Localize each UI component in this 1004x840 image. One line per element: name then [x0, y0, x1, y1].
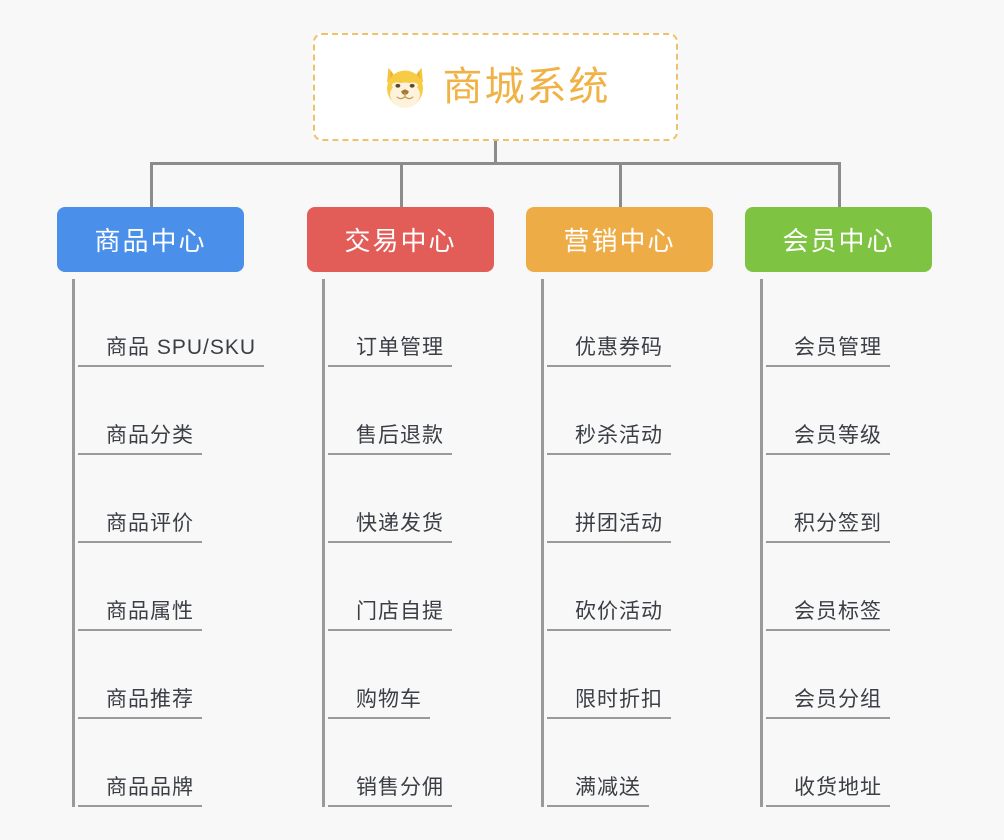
leaf-label: 会员标签 — [766, 600, 890, 631]
leaf-label: 商品分类 — [78, 424, 202, 455]
root-stem-line — [494, 141, 497, 165]
leaf-label: 快递发货 — [328, 512, 452, 543]
leaf-label: 商品属性 — [78, 600, 202, 631]
branch-column-1: 商品中心 商品 SPU/SKU 商品分类 商品评价 商品属性 商品推荐 商品品牌 — [57, 207, 277, 807]
leaf-item[interactable]: 积分签到 — [766, 455, 965, 543]
branch-items-1: 商品 SPU/SKU 商品分类 商品评价 商品属性 商品推荐 商品品牌 — [72, 279, 277, 807]
shiba-dog-face-icon — [386, 67, 423, 108]
leaf-item[interactable]: 会员标签 — [766, 543, 965, 631]
leaf-label: 商品品牌 — [78, 776, 202, 807]
leaf-item[interactable]: 满减送 — [547, 719, 746, 807]
leaf-item[interactable]: 会员管理 — [766, 279, 965, 367]
leaf-item[interactable]: 限时折扣 — [547, 631, 746, 719]
branch-items-4: 会员管理 会员等级 积分签到 会员标签 会员分组 收货地址 — [760, 279, 965, 807]
leaf-label: 销售分佣 — [328, 776, 452, 807]
branch-drop-line-3 — [619, 162, 622, 209]
leaf-label: 商品推荐 — [78, 688, 202, 719]
branch-header-1[interactable]: 商品中心 — [57, 207, 244, 272]
leaf-label: 会员分组 — [766, 688, 890, 719]
branch-items-3: 优惠券码 秒杀活动 拼团活动 砍价活动 限时折扣 满减送 — [541, 279, 746, 807]
branch-header-label: 商品中心 — [94, 226, 207, 256]
branch-drop-line-2 — [400, 162, 403, 209]
leaf-label: 优惠券码 — [547, 336, 671, 367]
leaf-item[interactable]: 快递发货 — [328, 455, 527, 543]
leaf-label: 商品评价 — [78, 512, 202, 543]
leaf-item[interactable]: 订单管理 — [328, 279, 527, 367]
leaf-label: 会员管理 — [766, 336, 890, 367]
branch-column-2: 交易中心 订单管理 售后退款 快递发货 门店自提 购物车 销售分佣 — [307, 207, 527, 807]
leaf-item[interactable]: 拼团活动 — [547, 455, 746, 543]
leaf-label: 售后退款 — [328, 424, 452, 455]
branch-header-label: 交易中心 — [344, 226, 457, 256]
branch-items-2: 订单管理 售后退款 快递发货 门店自提 购物车 销售分佣 — [322, 279, 527, 807]
leaf-label: 砍价活动 — [547, 600, 671, 631]
leaf-item[interactable]: 会员等级 — [766, 367, 965, 455]
leaf-label: 积分签到 — [766, 512, 890, 543]
branch-drop-line-4 — [838, 162, 841, 209]
leaf-label: 商品 SPU/SKU — [78, 336, 265, 367]
leaf-item[interactable]: 销售分佣 — [328, 719, 527, 807]
root-title: 商城系统 — [442, 65, 611, 109]
leaf-item[interactable]: 优惠券码 — [547, 279, 746, 367]
leaf-label: 购物车 — [328, 688, 430, 719]
leaf-item[interactable]: 商品分类 — [78, 367, 277, 455]
leaf-item[interactable]: 会员分组 — [766, 631, 965, 719]
leaf-item[interactable]: 购物车 — [328, 631, 527, 719]
leaf-item[interactable]: 收货地址 — [766, 719, 965, 807]
leaf-label: 拼团活动 — [547, 512, 671, 543]
leaf-item[interactable]: 售后退款 — [328, 367, 527, 455]
branch-column-4: 会员中心 会员管理 会员等级 积分签到 会员标签 会员分组 收货地址 — [745, 207, 965, 807]
leaf-label: 秒杀活动 — [547, 424, 671, 455]
leaf-item[interactable]: 商品品牌 — [78, 719, 277, 807]
leaf-label: 会员等级 — [766, 424, 890, 455]
leaf-label: 收货地址 — [766, 776, 890, 807]
leaf-item[interactable]: 秒杀活动 — [547, 367, 746, 455]
branch-header-label: 营销中心 — [563, 226, 676, 256]
branch-header-3[interactable]: 营销中心 — [526, 207, 713, 272]
leaf-item[interactable]: 门店自提 — [328, 543, 527, 631]
leaf-item[interactable]: 商品推荐 — [78, 631, 277, 719]
branch-column-3: 营销中心 优惠券码 秒杀活动 拼团活动 砍价活动 限时折扣 满减送 — [526, 207, 746, 807]
leaf-label: 门店自提 — [328, 600, 452, 631]
leaf-item[interactable]: 商品 SPU/SKU — [78, 279, 277, 367]
leaf-item[interactable]: 商品属性 — [78, 543, 277, 631]
branch-header-4[interactable]: 会员中心 — [745, 207, 932, 272]
branch-header-2[interactable]: 交易中心 — [307, 207, 494, 272]
leaf-label: 限时折扣 — [547, 688, 671, 719]
root-node[interactable]: 商城系统 — [313, 33, 678, 141]
leaf-label: 满减送 — [547, 776, 649, 807]
leaf-item[interactable]: 砍价活动 — [547, 543, 746, 631]
leaf-item[interactable]: 商品评价 — [78, 455, 277, 543]
leaf-label: 订单管理 — [328, 336, 452, 367]
branch-header-label: 会员中心 — [782, 226, 895, 256]
horizontal-bus-line — [150, 162, 841, 165]
branch-drop-line-1 — [150, 162, 153, 209]
